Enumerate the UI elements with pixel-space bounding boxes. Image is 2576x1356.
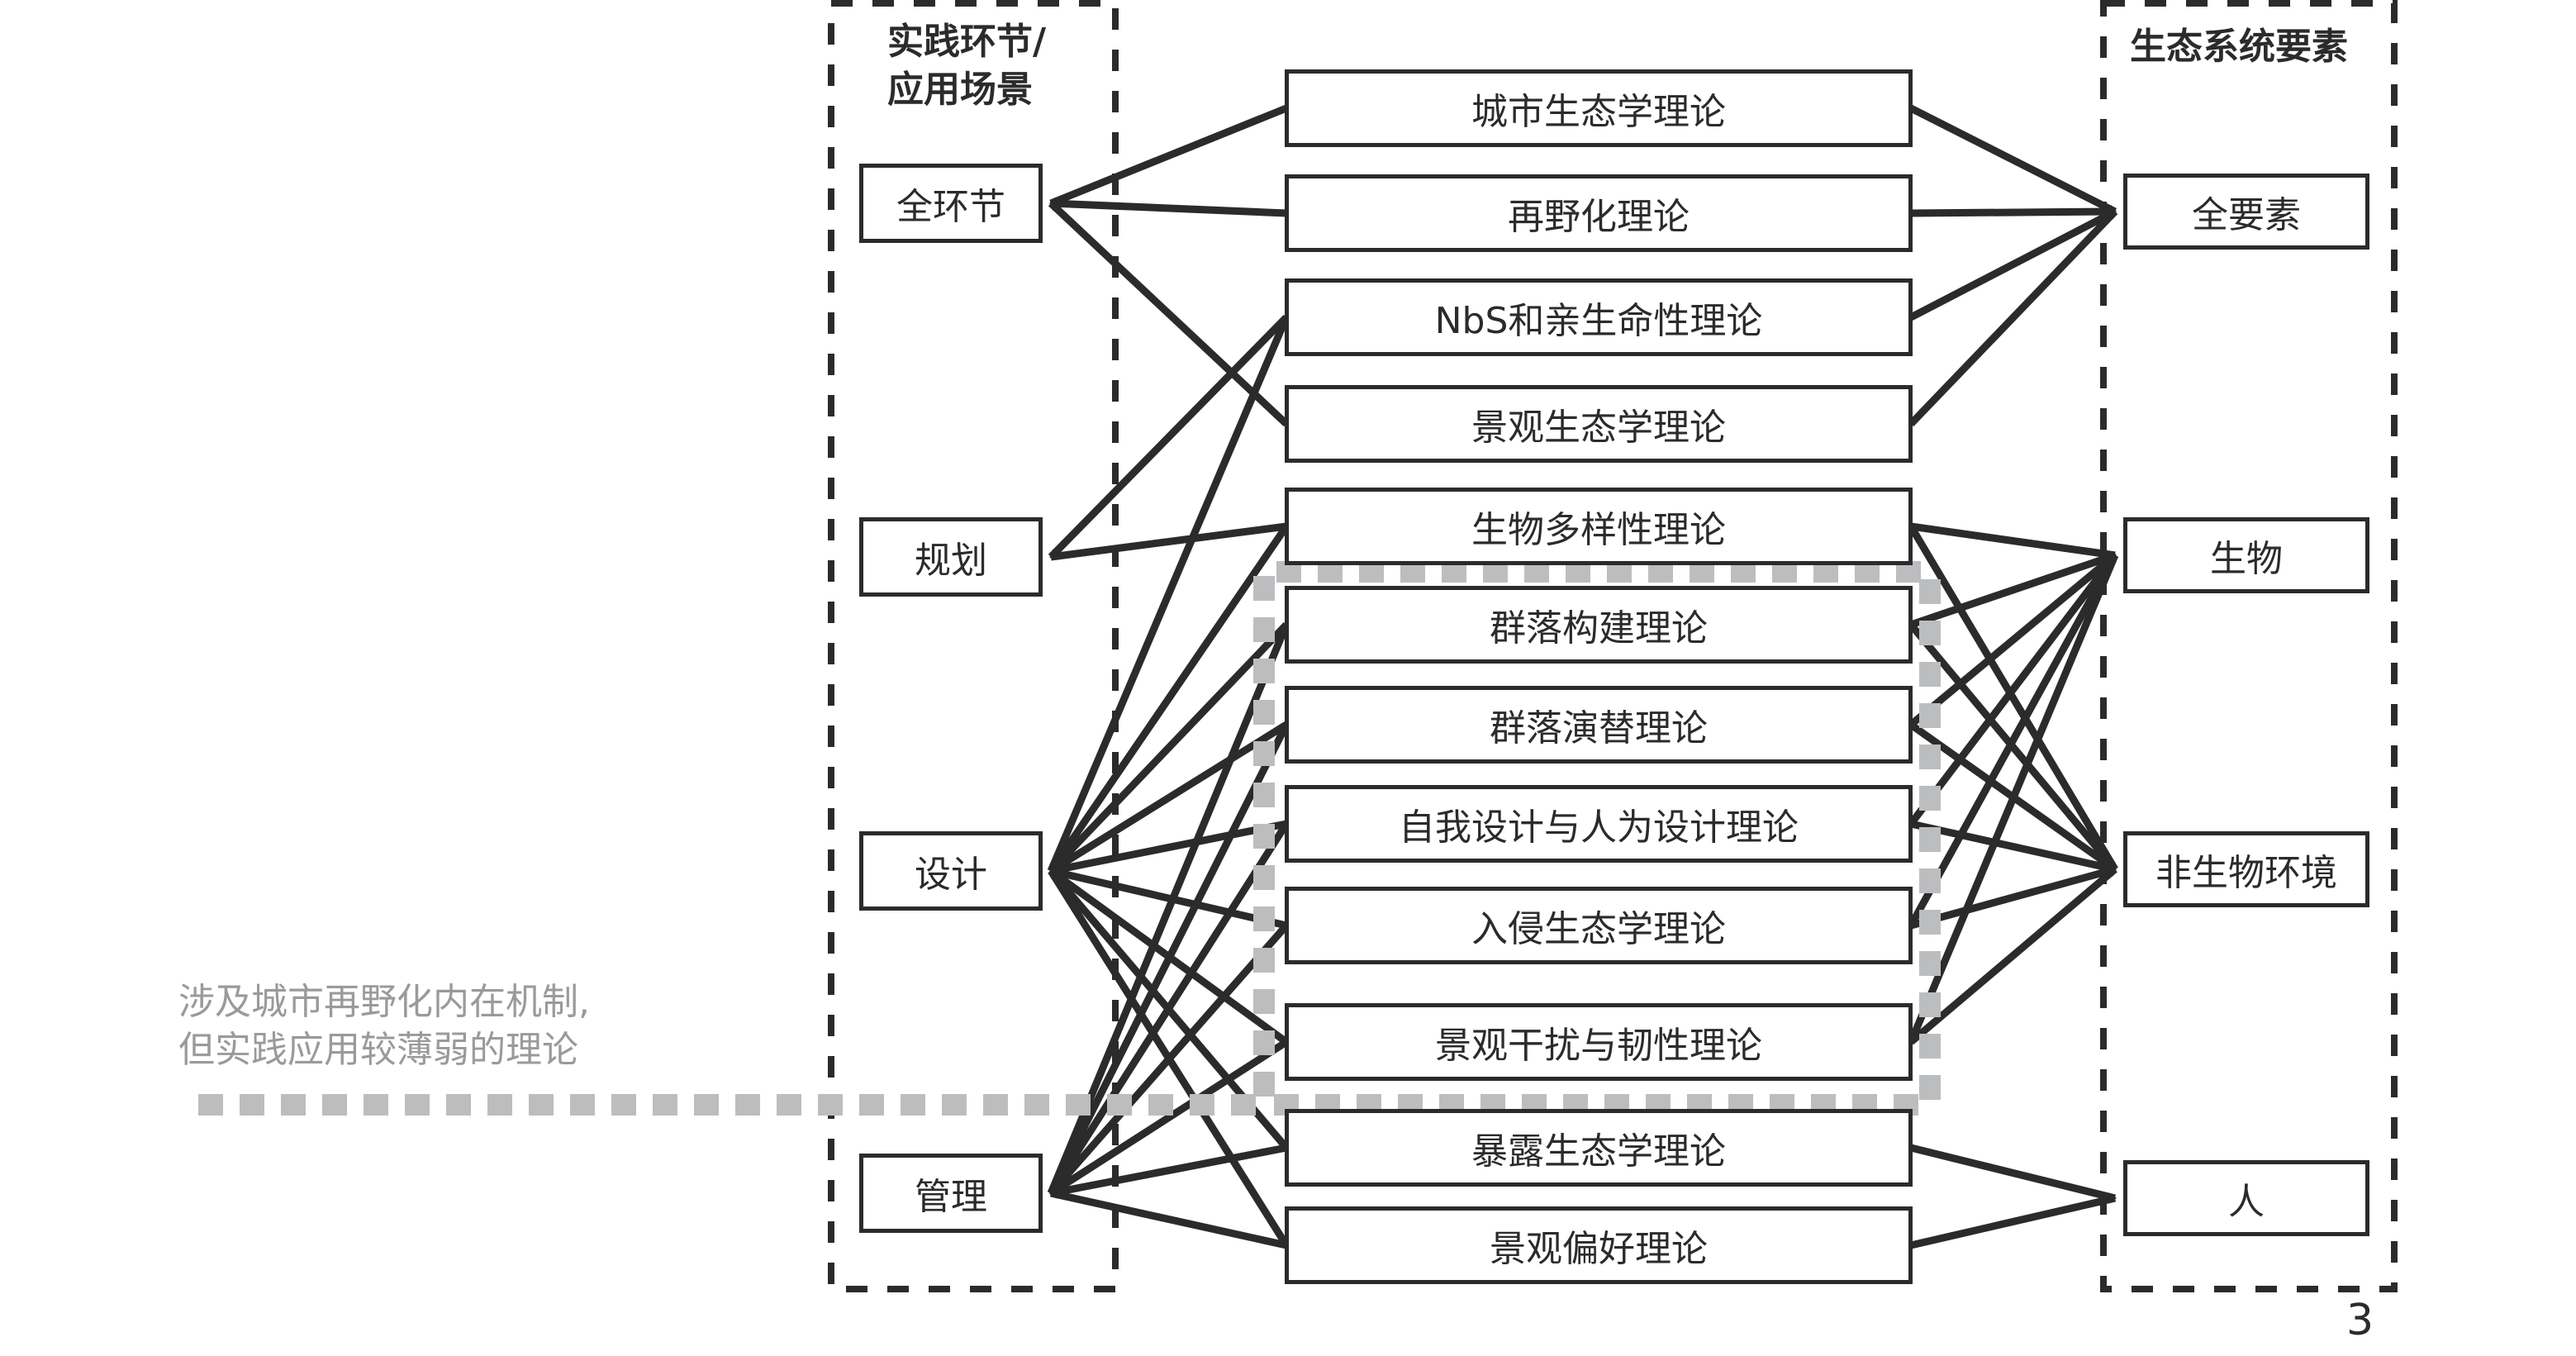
- annotation-line1: 涉及城市再野化内在机制,: [178, 981, 590, 1023]
- element-node-biota: 生物: [2123, 517, 2369, 593]
- edge-theory-to-practice: [1049, 522, 1287, 561]
- theory-node-self-design: 自我设计与人为设计理论: [1285, 785, 1913, 863]
- practice-node-all: 全环节: [859, 164, 1043, 243]
- theory-node-disturbance-resilience: 景观干扰与韧性理论: [1285, 1003, 1913, 1081]
- edge-theory-to-element: [1908, 104, 2117, 216]
- theory-node-community-succession: 群落演替理论: [1285, 686, 1913, 764]
- edge-theory-to-element: [1908, 552, 2117, 728]
- theory-node-community-assembly: 群落构建理论: [1285, 586, 1913, 664]
- practice-column-title-line1: 实践环节/: [887, 21, 1047, 63]
- highlight-group-frame: [198, 561, 1941, 1116]
- edge-theory-to-element: [1910, 820, 2117, 873]
- edge-theory-to-practice: [1048, 1039, 1289, 1197]
- edge-theory-to-element: [1908, 553, 2118, 826]
- edge-theory-to-practice: [1048, 524, 1290, 873]
- edge-theory-to-element: [1908, 524, 2118, 872]
- page-number: 3: [2346, 1296, 2374, 1345]
- annotation-line2: 但实践应用较薄弱的理论: [178, 1029, 578, 1071]
- edge-theory-to-element: [1907, 554, 2119, 1044]
- edge-theory-to-element: [1908, 553, 2118, 928]
- practice-node-management: 管理: [859, 1154, 1043, 1233]
- edge-theory-to-practice: [1049, 1189, 1287, 1249]
- edge-theory-to-element: [1910, 522, 2117, 559]
- theory-node-nbs-biophilia: NbS和亲生命性理论: [1285, 278, 1913, 356]
- edge-theory-to-practice: [1048, 721, 1289, 874]
- elements-column-frame: [2100, 0, 2398, 1292]
- theory-node-biodiversity: 生物多样性理论: [1285, 488, 1913, 565]
- edge-theory-to-practice: [1048, 923, 1290, 1196]
- practice-column-frame: [828, 0, 1119, 1292]
- edge-theory-to-element: [1909, 1194, 2117, 1249]
- element-node-human: 人: [2123, 1160, 2369, 1236]
- theory-node-exposure-ecology: 暴露生态学理论: [1285, 1109, 1913, 1187]
- element-node-abiotic: 非生物环境: [2123, 831, 2369, 907]
- practice-column-title-line2: 应用场景: [887, 69, 1033, 111]
- elements-column-title: 生态系统要素: [2130, 26, 2348, 68]
- edge-theory-to-practice: [1048, 821, 1290, 1196]
- practice-column-title: 实践环节/ 应用场景: [887, 18, 1046, 114]
- edge-theory-to-practice: [1048, 314, 1290, 560]
- edge-theory-to-practice: [1048, 200, 1290, 427]
- edge-theory-to-practice: [1047, 316, 1290, 873]
- edge-theory-to-element: [1908, 208, 2117, 321]
- element-node-all: 全要素: [2123, 174, 2369, 250]
- edge-theory-to-practice: [1048, 621, 1290, 874]
- theory-node-invasion-ecology: 入侵生态学理论: [1285, 887, 1913, 964]
- theory-node-landscape-preference: 景观偏好理论: [1285, 1206, 1913, 1284]
- edge-theory-to-practice: [1049, 867, 1288, 930]
- theory-node-urban-ecology: 城市生态学理论: [1285, 69, 1913, 147]
- edge-theory-to-practice: [1049, 199, 1287, 217]
- edge-theory-to-element: [1909, 1144, 2117, 1202]
- edge-theory-to-element: [1908, 208, 2118, 427]
- edge-theory-to-element: [1910, 207, 2117, 217]
- edge-theory-to-practice: [1049, 820, 1287, 875]
- edge-theory-to-element: [1909, 551, 2117, 629]
- practice-node-design: 设计: [859, 831, 1043, 911]
- theory-node-landscape-ecology: 景观生态学理论: [1285, 385, 1913, 463]
- edge-theory-to-practice: [1049, 104, 1288, 207]
- practice-node-planning: 规划: [859, 517, 1043, 597]
- edge-theory-to-practice: [1049, 1144, 1287, 1197]
- theory-node-rewilding: 再野化理论: [1285, 174, 1913, 252]
- edge-theory-to-element: [1909, 865, 2117, 930]
- edge-theory-to-element: [1908, 866, 2117, 1045]
- highlight-annotation: 涉及城市再野化内在机制, 但实践应用较薄弱的理论: [178, 978, 590, 1074]
